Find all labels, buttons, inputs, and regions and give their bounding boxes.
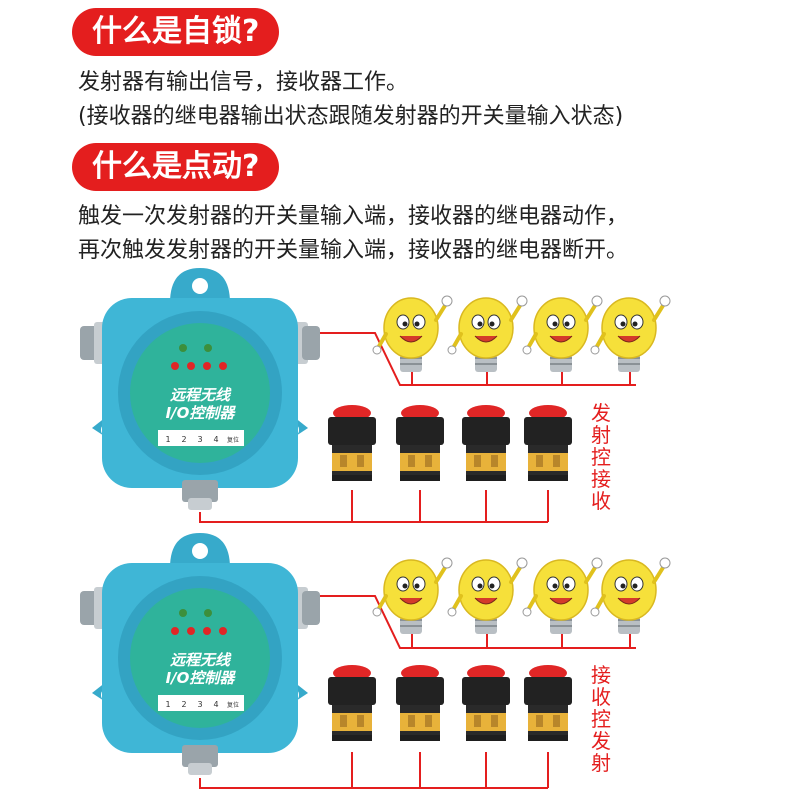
side-label-receive-controls-transmit: 接收控发射 xyxy=(591,663,611,775)
device-1-key-4: 4 xyxy=(213,435,218,444)
device-label-1-line2: I/O控制器 xyxy=(166,404,237,422)
self-lock-desc-line1: 发射器有输出信号，接收器工作。 xyxy=(78,70,409,95)
bulb-1-1 xyxy=(371,294,454,374)
momentary-desc-line1: 触发一次发射器的开关量输入端，接收器的继电器动作， xyxy=(78,204,629,229)
push-button-1-1 xyxy=(328,405,376,481)
device-1-key-2: 2 xyxy=(181,435,186,444)
push-button-2-2 xyxy=(396,665,444,741)
momentary-desc-line2: 再次触发发射器的开关量输入端，接收器的继电器断开。 xyxy=(78,238,629,263)
device-label-1-line1: 远程无线 xyxy=(170,386,232,404)
title-self-lock: 什么是自锁? xyxy=(72,8,280,56)
bulb-2-1 xyxy=(371,556,454,636)
device-2-key-reset: 复位 xyxy=(227,701,239,709)
bulb-2-2 xyxy=(446,556,529,636)
push-button-1-2 xyxy=(396,405,444,481)
device-2-key-3: 3 xyxy=(197,700,202,709)
self-lock-desc-line2: (接收器的继电器输出状态跟随发射器的开关量输入状态) xyxy=(78,104,624,129)
bulb-1-4 xyxy=(589,294,672,374)
push-button-1-4 xyxy=(524,405,572,481)
side-label-transmit-controls-receive: 发射控接收 xyxy=(591,401,611,513)
device-1-key-3: 3 xyxy=(197,435,202,444)
bulb-1-2 xyxy=(446,294,529,374)
device-1-key-1: 1 xyxy=(165,435,170,444)
push-button-1-3 xyxy=(462,405,510,481)
device-2-key-2: 2 xyxy=(181,700,186,709)
push-button-2-1 xyxy=(328,665,376,741)
device-label-2-line1: 远程无线 xyxy=(170,651,232,669)
device-2-key-1: 1 xyxy=(165,700,170,709)
bulb-2-4 xyxy=(589,556,672,636)
diagram-1: 远程无线 I/O控制器 1 2 3 4 复位 xyxy=(80,268,672,523)
diagram-2: 远程无线 I/O控制器 1 2 3 4 复位 xyxy=(80,533,672,789)
bulb-2-3 xyxy=(521,556,604,636)
title-momentary: 什么是点动? xyxy=(72,143,280,191)
bulb-1-3 xyxy=(521,294,604,374)
device-2-key-4: 4 xyxy=(213,700,218,709)
push-button-2-4 xyxy=(524,665,572,741)
device-label-2-line2: I/O控制器 xyxy=(166,669,237,687)
push-button-2-3 xyxy=(462,665,510,741)
device-1-key-reset: 复位 xyxy=(227,436,239,444)
